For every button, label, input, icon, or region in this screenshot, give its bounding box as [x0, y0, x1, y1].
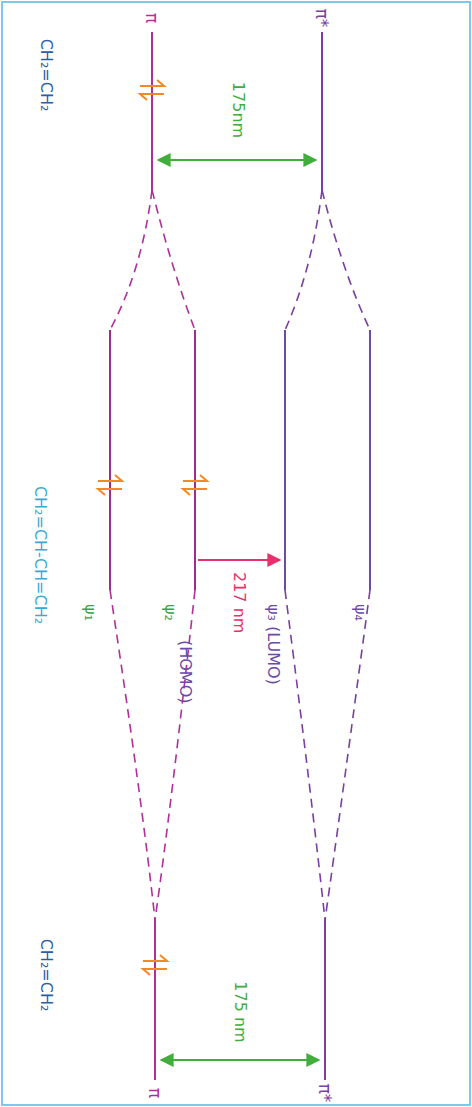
wavelength-label: 217 nm [230, 572, 248, 633]
psi2-level [194, 330, 196, 590]
orbital-label: π* [316, 1084, 335, 1103]
gap-arrow [158, 159, 316, 161]
electron-pairs [98, 80, 207, 975]
orbital-label: π [143, 13, 162, 23]
correlation-lines [110, 190, 370, 920]
orbital-label: ψ₁ [81, 604, 99, 621]
wavelength-label: 175nm [229, 82, 247, 138]
gap-arrow [161, 1059, 319, 1061]
orbital-label: π* [313, 9, 332, 28]
molecule-formula: CH₂=CH₂ [37, 939, 55, 1012]
pi-level [154, 920, 156, 1080]
pi-star-level [324, 920, 326, 1080]
orbital-label: ψ₄ [351, 604, 369, 621]
orbital-label: ψ₃ (LUMO) [264, 604, 282, 685]
wavelength-label: 175 nm [231, 981, 249, 1042]
orbital-label: π [146, 1088, 165, 1098]
psi4-level [369, 330, 371, 590]
orbital-label: ψ₂ [161, 604, 179, 621]
psi1-level [109, 330, 111, 590]
pi-level [151, 32, 153, 190]
molecule-formula: CH₂=CH-CH=CH₂ [31, 486, 49, 624]
molecule-formula: CH₂=CH₂ [37, 39, 55, 112]
psi3-level [284, 330, 286, 590]
pi-star-level [321, 32, 323, 190]
orbital-label: (HOMO) [176, 640, 194, 704]
transition-arrow [198, 559, 280, 561]
